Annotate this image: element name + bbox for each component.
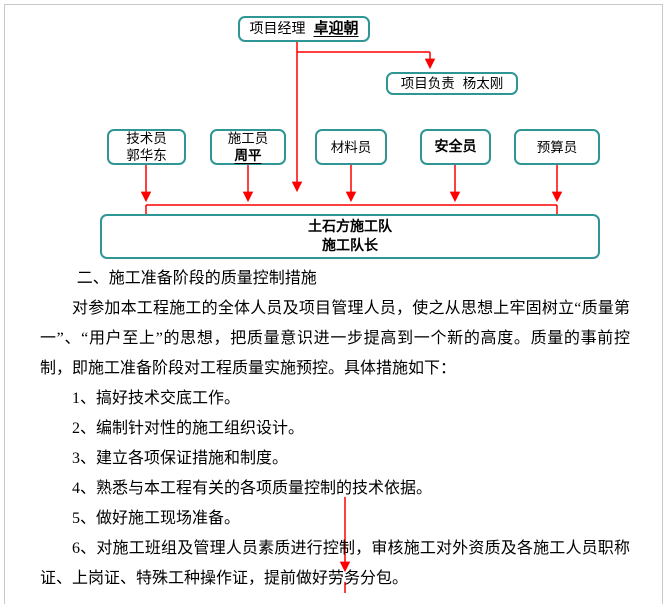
safety-officer-title: 安全员 [434, 139, 477, 155]
project-leader-label: 项目负责 [400, 76, 455, 91]
list-item-2: 2、编制针对性的施工组织设计。 [72, 420, 305, 437]
budget-officer-title: 预算员 [536, 139, 578, 155]
org-box-technician: 技术员 郭华东 [107, 129, 186, 165]
project-manager-label: 项目经理 [249, 21, 306, 37]
project-leader-name: 杨太刚 [462, 76, 504, 91]
list-item-6: 6、对施工班组及管理人员素质进行控制，审核施工对外资质及各施工人员职称证、上岗证… [40, 540, 630, 587]
document-body: 二、施工准备阶段的质量控制措施 对参加本工程施工的全体人员及项目管理人员，使之从… [0, 264, 668, 594]
org-box-project-manager: 项目经理 卓迎朝 [238, 16, 370, 42]
org-box-construction-clerk: 施工员 周平 [210, 129, 286, 165]
section-paragraph: 对参加本工程施工的全体人员及项目管理人员，使之从思想上牢固树立“质量第一”、“用… [40, 300, 630, 377]
org-box-project-leader: 项目负责 杨太刚 [386, 72, 518, 95]
technician-name: 郭华东 [126, 148, 167, 163]
technician-title: 技术员 [126, 131, 167, 146]
material-clerk-title: 材料员 [330, 139, 372, 155]
construction-clerk-name: 周平 [234, 148, 262, 163]
section-heading: 二、施工准备阶段的质量控制措施 [76, 270, 317, 287]
list-item-5: 5、做好施工现场准备。 [72, 510, 241, 527]
org-box-material-clerk: 材料员 [315, 129, 387, 165]
list-item-1: 1、搞好技术交底工作。 [72, 390, 241, 407]
project-manager-name: 卓迎朝 [313, 20, 359, 37]
earthwork-team-line2: 施工队长 [322, 238, 378, 254]
org-box-earthwork-team: 土石方施工队 施工队长 [100, 214, 600, 259]
list-item-3: 3、建立各项保证措施和制度。 [72, 450, 289, 467]
construction-clerk-title: 施工员 [227, 131, 269, 146]
org-box-safety-officer: 安全员 [420, 129, 491, 165]
org-box-budget-officer: 预算员 [514, 129, 600, 165]
list-item-4: 4、熟悉与本工程有关的各项质量控制的技术依据。 [72, 480, 433, 497]
earthwork-team-line1: 土石方施工队 [308, 219, 392, 235]
